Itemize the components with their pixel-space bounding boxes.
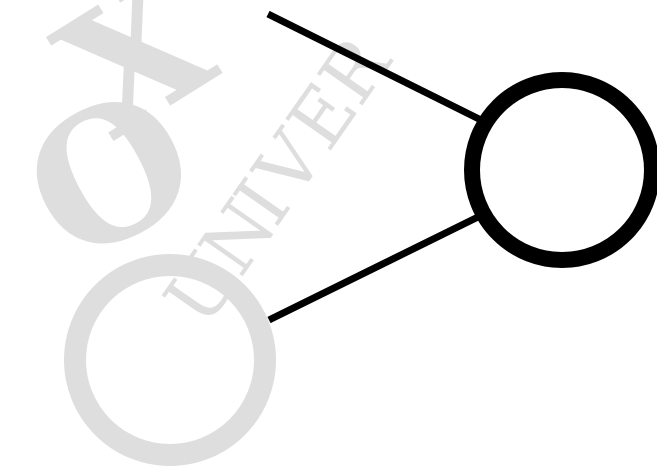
watermark-ring xyxy=(64,254,276,466)
edge-upper xyxy=(266,10,483,124)
edge-lower xyxy=(267,212,482,324)
watermark: O X U N I V E R xyxy=(0,0,409,466)
output-node xyxy=(464,72,657,268)
